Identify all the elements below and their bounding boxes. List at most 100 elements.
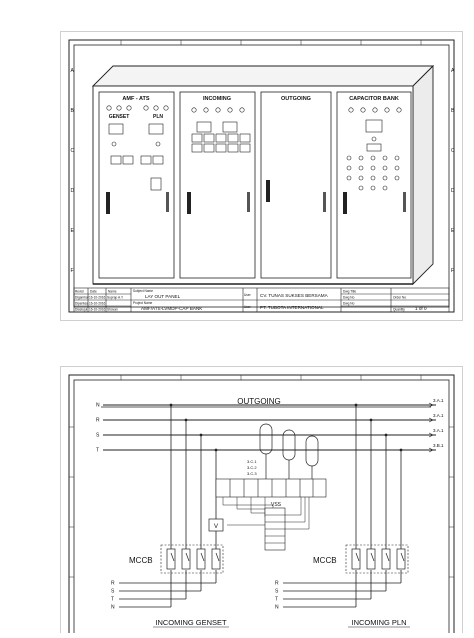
genset-phase-s: S <box>111 589 115 595</box>
name-header: Name <box>108 290 117 294</box>
capacitor-controls <box>346 107 402 191</box>
ct-label-1: 3.C.1 <box>247 459 257 464</box>
bus-tag-4: 3.B.1 <box>433 443 444 448</box>
bus-tag-3: 3.A.1 <box>433 428 444 433</box>
incoming-genset-lines <box>119 582 216 608</box>
zone-mark-f-right: F <box>451 268 454 274</box>
ct-label-3: 3.C.3 <box>247 471 257 476</box>
vss-label: VSS <box>271 502 282 508</box>
incoming-pln-label: INCOMING PLN <box>351 618 406 627</box>
vss-switch <box>264 507 286 551</box>
zone-mark-a-right: A <box>451 68 455 74</box>
mccb-genset <box>160 544 224 574</box>
amf-door-handle <box>106 192 110 214</box>
voltmeter-label: V <box>214 524 218 530</box>
title-block <box>73 287 450 313</box>
incoming-meters <box>191 107 251 153</box>
pln-phase-r: R <box>275 581 279 587</box>
bus-label-t: T <box>96 448 99 454</box>
zone-mark-a: A <box>71 68 75 74</box>
wiring-diagram-svg: OUTGOING N R S T 3.A.1 3.A.1 3.A.1 3.B.1 <box>68 374 455 638</box>
amf-door-hinge <box>166 192 169 212</box>
zone-mark-c: C <box>71 148 75 154</box>
rev-label-4: Disetujui <box>75 308 88 312</box>
dwg-title-label: Dwg Title <box>343 290 356 294</box>
name-1: Suprap A.Y <box>107 296 124 300</box>
bus-arrows <box>428 402 434 453</box>
layout-drawing-sheet: A B C D E F A B C D E F AMF - ATS GENSET… <box>60 31 463 321</box>
terminal-strip <box>215 478 327 498</box>
pln-phase-t: T <box>275 597 278 603</box>
sheet-label: Dwg No <box>343 302 355 306</box>
diagram-zone-ticks <box>69 375 454 578</box>
outgoing-door-hinge <box>323 192 326 212</box>
zone-ticks <box>120 40 422 45</box>
incoming-door-handle <box>187 192 191 214</box>
company-name-1: CV. TUNAS SUKSES BERSAMA <box>260 293 329 298</box>
genset-label: GENSET <box>109 114 130 120</box>
zone-mark-e: E <box>71 228 75 234</box>
vss-wiring <box>285 497 310 530</box>
company-name-2: PT. TUBOTA INTERNATIONAL <box>260 305 324 310</box>
bus-labels-left: N R S T <box>96 403 100 454</box>
ct-label-2: 3.C.2 <box>247 465 257 470</box>
ct-labels: 3.C.1 3.C.2 3.C.3 <box>247 459 257 476</box>
client-label-2: User <box>244 305 252 309</box>
voltmeter-box <box>208 518 224 532</box>
pln-phase-n: N <box>275 605 279 611</box>
bus-label-s: S <box>96 433 100 439</box>
date-header: Date <box>90 290 97 294</box>
diagram-outer-frame <box>68 374 455 638</box>
panel-capacitor-bank: CAPACITOR BANK <box>336 91 412 279</box>
rev-label-1: Revisi <box>75 290 84 294</box>
incoming-genset-label: INCOMING GENSET <box>155 618 227 627</box>
quantity-label: Quantity <box>393 308 405 312</box>
client-label-1: User <box>244 293 252 297</box>
bus-tag-2: 3.A.1 <box>433 413 444 418</box>
zone-mark-d-right: D <box>451 188 455 194</box>
incoming-pln-phases: R S T N <box>275 581 279 611</box>
bus-tag-1: 3.A.1 <box>433 398 444 403</box>
current-transformers <box>259 423 319 479</box>
name-3: Shovan <box>107 308 118 312</box>
order-no-label: Order No <box>393 296 406 300</box>
zone-mark-f: F <box>71 268 74 274</box>
pln-phase-s: S <box>275 589 279 595</box>
sheet-count: 1 of 0 <box>415 306 427 311</box>
bus-labels-right: 3.A.1 3.A.1 3.A.1 3.B.1 <box>433 398 444 448</box>
mccb-genset-label: MCCB <box>129 556 153 565</box>
genset-phase-t: T <box>111 597 114 603</box>
inner-frame <box>73 44 450 308</box>
pln-junction-dots <box>354 403 403 452</box>
date-2: 16-10-2016 <box>89 302 106 306</box>
incoming-door-hinge <box>247 192 250 212</box>
panel-outgoing: OUTGOING <box>260 91 332 279</box>
mccb-pln-label: MCCB <box>313 556 337 565</box>
panel-incoming-title: INCOMING <box>203 96 231 102</box>
outgoing-title: OUTGOING <box>237 397 281 406</box>
title-block-text: Revisi Digambar Diperiksa Disetujui Date… <box>75 289 406 312</box>
pln-feeders <box>355 405 402 607</box>
outgoing-door-handle <box>266 180 270 202</box>
zone-mark-e-right: E <box>451 228 455 234</box>
amf-indicator-lamps <box>106 105 169 191</box>
project-name: AMF/ATS-LVMDP-CAP BANK <box>141 306 203 311</box>
pln-label: PLN <box>153 114 163 120</box>
panel-capacitor-title: CAPACITOR BANK <box>349 96 399 102</box>
subject-label: Subject Name <box>133 289 153 293</box>
zone-mark-c-right: C <box>451 148 455 154</box>
date-3: 16-10-2016 <box>89 308 106 312</box>
incoming-pln-lines <box>283 582 401 608</box>
zone-mark-d: D <box>71 188 75 194</box>
genset-junction-dots <box>169 403 218 452</box>
busbars <box>103 404 436 451</box>
zone-mark-b-right: B <box>451 108 455 114</box>
zone-mark-b: B <box>71 108 75 114</box>
zone-markers: A B C D E F A B C D E F <box>71 68 456 274</box>
panel-outgoing-title: OUTGOING <box>281 96 311 102</box>
wiring-diagram-sheet: OUTGOING N R S T 3.A.1 3.A.1 3.A.1 3.B.1 <box>60 366 463 638</box>
panel-amf-ats: AMF - ATS GENSET PLN <box>98 91 175 279</box>
layout-drawing-svg: A B C D E F A B C D E F AMF - ATS GENSET… <box>68 39 456 313</box>
capacitor-door-hinge <box>403 192 406 212</box>
dwg-no-label: Dwg No <box>343 296 355 300</box>
